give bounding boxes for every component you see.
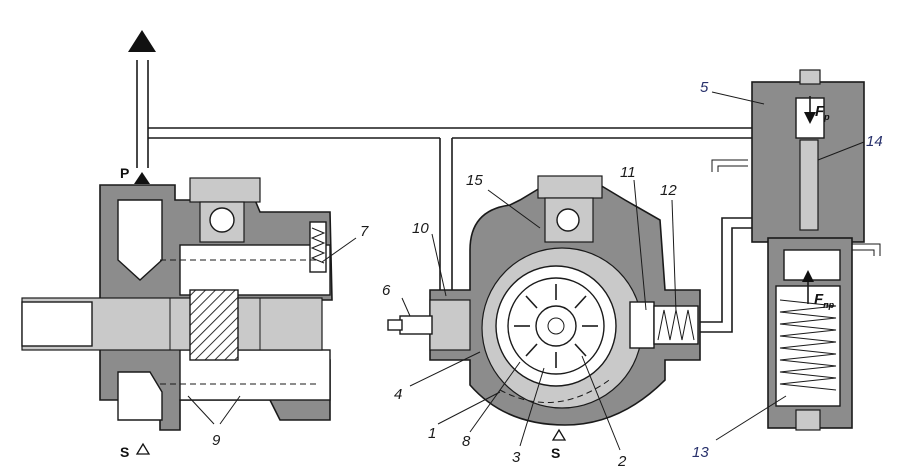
force-p-sub: p: [823, 112, 830, 122]
rotor-vanes: [514, 284, 598, 368]
label-11: 11: [620, 164, 636, 181]
label-5: 5: [700, 79, 709, 96]
label-1: 1: [428, 425, 436, 442]
label-7: 7: [360, 223, 369, 240]
force-pr-label: Fпр: [814, 291, 835, 310]
force-p-label: Fp: [815, 103, 830, 122]
port-s-center-label: S: [551, 445, 560, 461]
port-labels: P S S: [120, 165, 560, 461]
suction-left-arrow-icon: [135, 442, 151, 455]
label-15: 15: [466, 172, 483, 189]
suction-center-arrow-icon: [551, 428, 567, 441]
pressure-port-arrow-icon: [134, 172, 150, 184]
label-2: 2: [617, 453, 627, 470]
force-p-main: F: [815, 103, 825, 120]
pump-side-section: [21, 172, 357, 455]
label-13: 13: [692, 444, 709, 461]
force-labels: Fp Fпр: [814, 103, 835, 310]
label-4: 4: [394, 386, 402, 403]
label-8: 8: [462, 433, 471, 450]
label-12: 12: [660, 182, 677, 199]
port-p-label: P: [120, 165, 129, 181]
force-pr-arrow-icon: [802, 270, 814, 282]
label-6: 6: [382, 282, 391, 299]
force-pr-sub: пр: [823, 300, 834, 310]
label-9: 9: [212, 432, 221, 449]
label-14: 14: [866, 133, 883, 150]
pressure-arrow-icon: [128, 30, 156, 52]
force-p-arrow-icon: [804, 112, 816, 124]
pump-front-section: [387, 175, 701, 451]
label-3: 3: [512, 449, 521, 466]
part-labels: 1 2 3 4 5 6 7 8 9 10 11 12 13 14 15: [212, 79, 883, 470]
pressure-relief-valve: [711, 69, 865, 441]
force-pr-main: F: [814, 291, 824, 308]
port-s-left-label: S: [120, 444, 129, 460]
label-10: 10: [412, 220, 429, 237]
